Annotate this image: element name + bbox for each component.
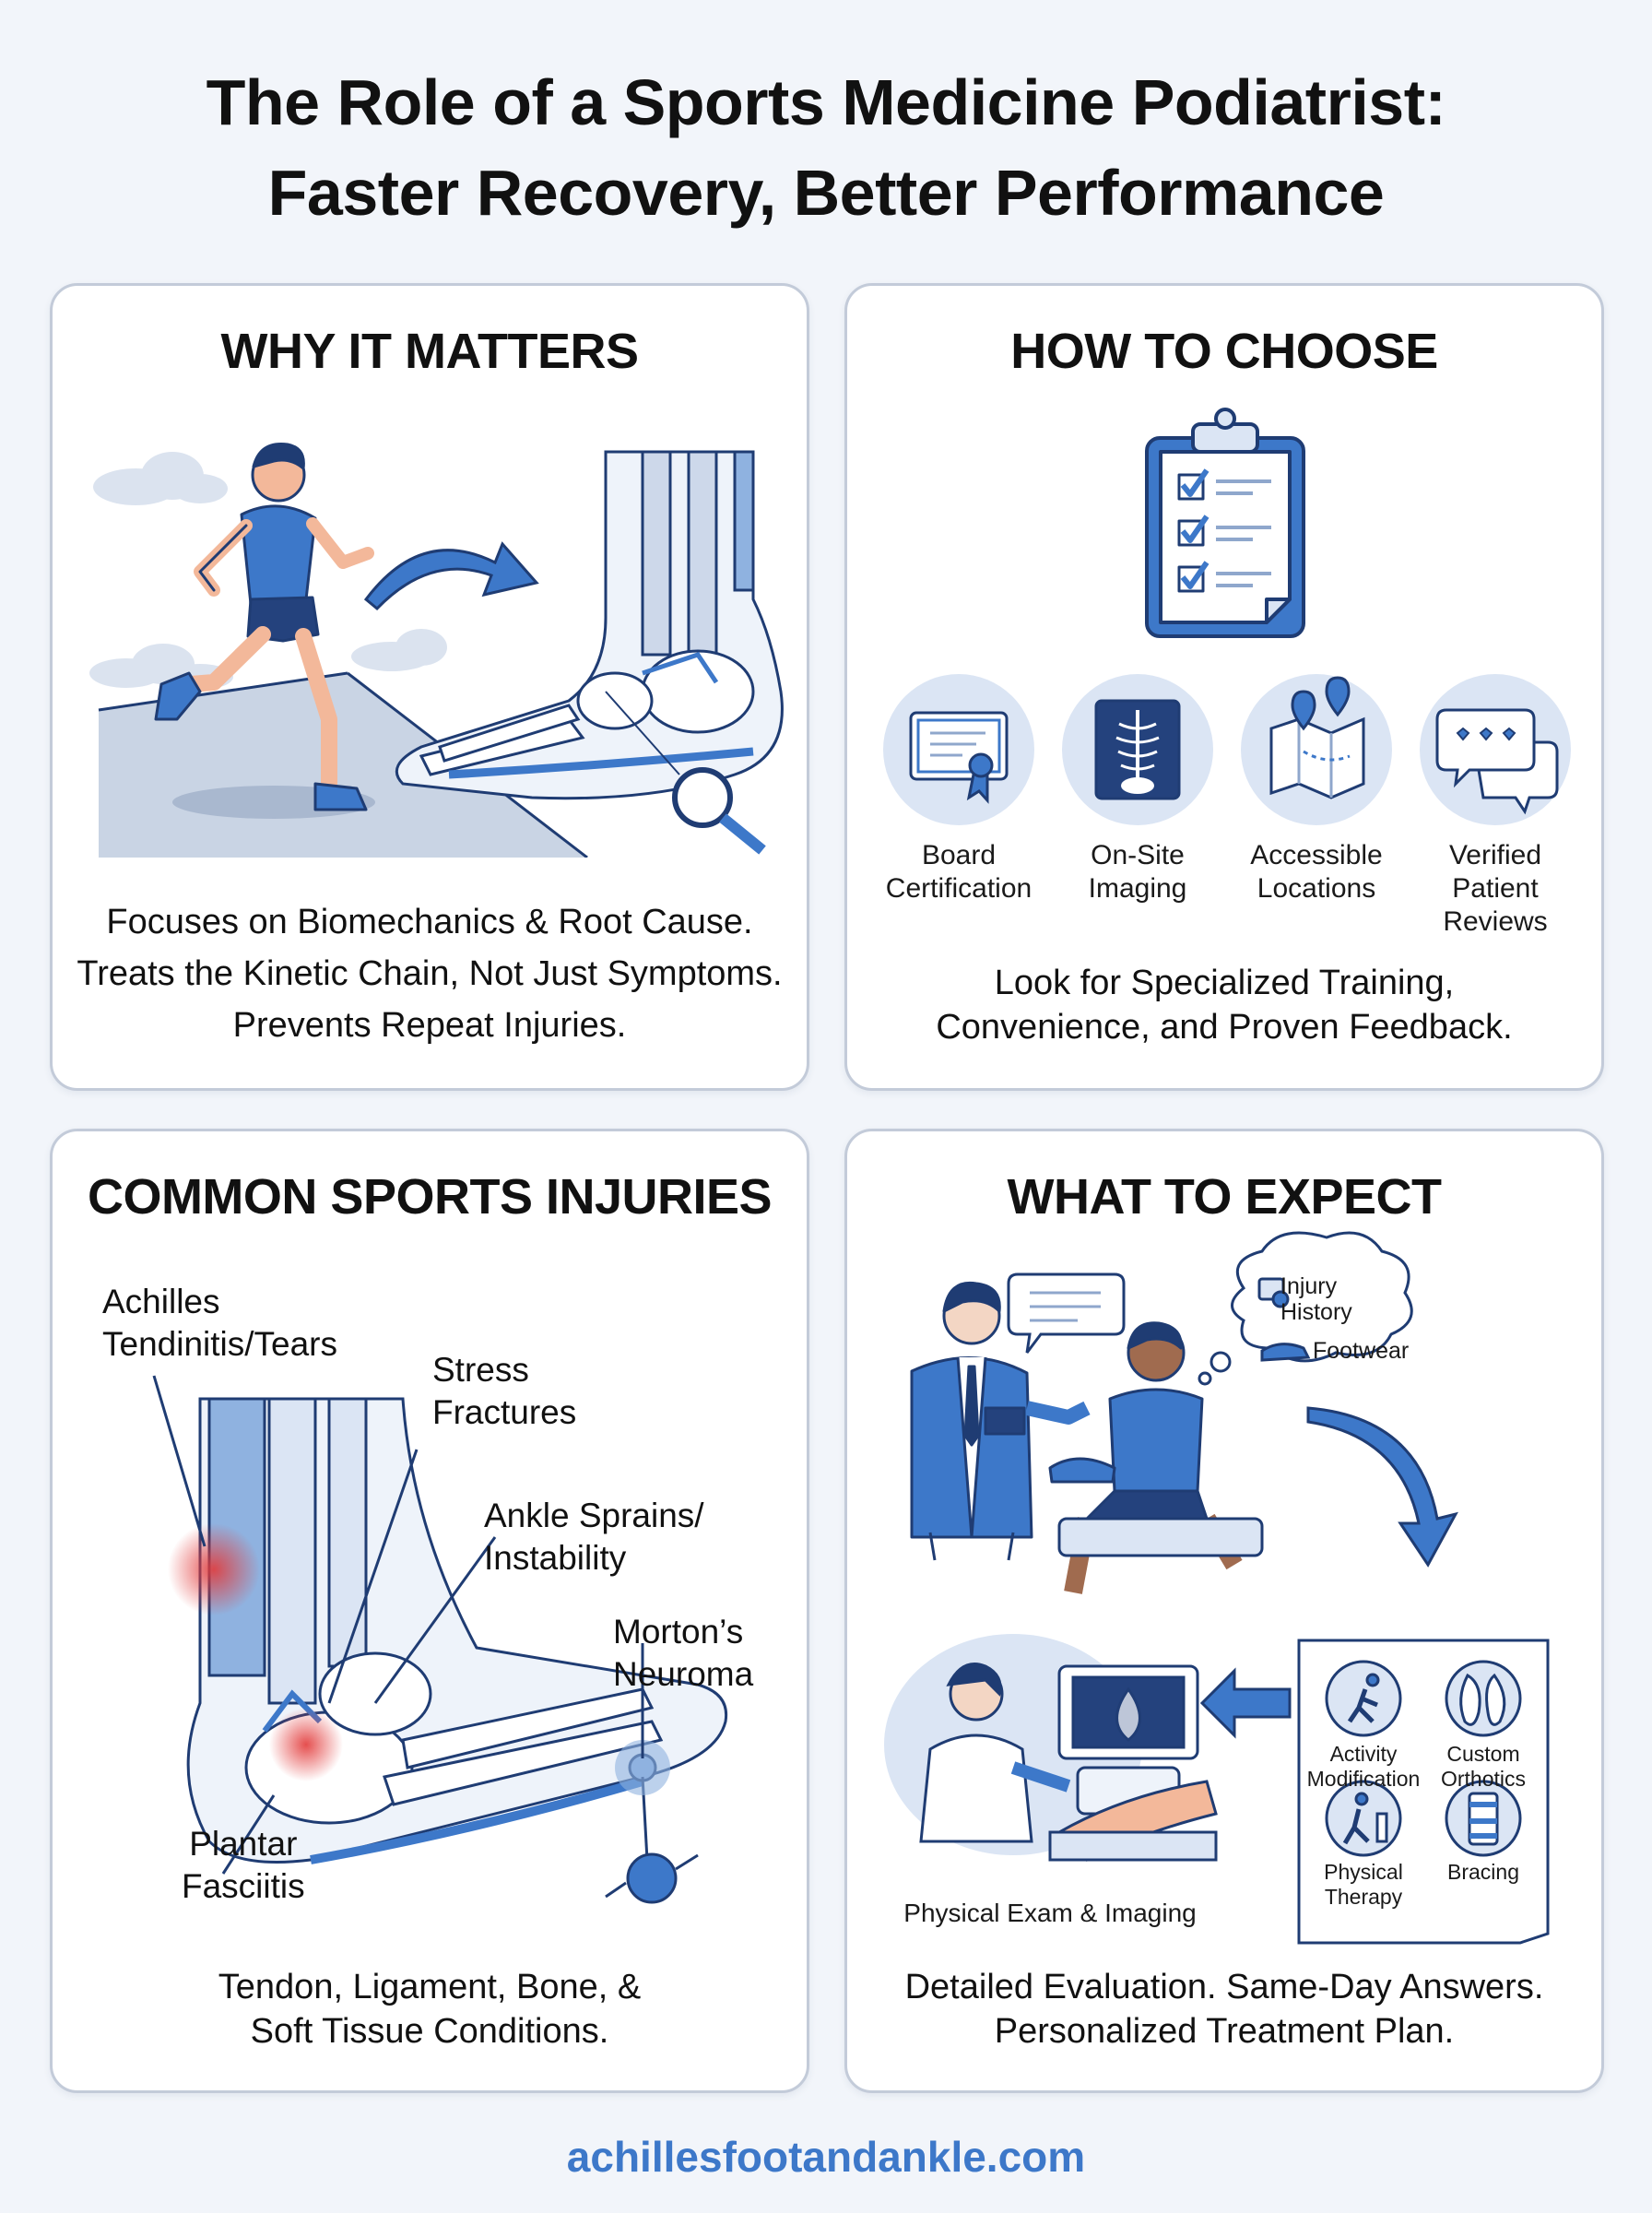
why-caption-line-2: Treats the Kinetic Chain, Not Just Sympt… bbox=[77, 954, 783, 993]
choose-item-reviews-line-1: Verified bbox=[1448, 840, 1542, 870]
arrow-icon bbox=[1306, 1406, 1458, 1568]
label-morton-line-2: Neuroma bbox=[613, 1655, 754, 1693]
thought-injury-history: Injury History bbox=[1280, 1273, 1352, 1325]
treatment-activity-line-2: Modification bbox=[1306, 1767, 1421, 1791]
title-line-1: The Role of a Sports Medicine Podiatrist… bbox=[206, 66, 1446, 138]
choose-item-reviews-line-2: Patient bbox=[1452, 873, 1539, 904]
exercise-icon bbox=[1342, 1792, 1388, 1845]
expect-caption-line-1: Detailed Evaluation. Same-Day Answers. bbox=[904, 1968, 1544, 2006]
doctor-figure bbox=[910, 1281, 1091, 1561]
page-title: The Role of a Sports Medicine Podiatrist… bbox=[0, 57, 1652, 238]
choose-item-locations: Accessible Locations bbox=[1210, 839, 1422, 905]
runner-figure bbox=[154, 443, 374, 811]
treatment-activity-line-1: Activity bbox=[1329, 1742, 1398, 1766]
choose-item-imaging-line-1: On-Site bbox=[1091, 840, 1185, 870]
thought-footwear: Footwear bbox=[1313, 1338, 1410, 1364]
speech-bubble-icon bbox=[1007, 1272, 1126, 1354]
label-achilles-line-2: Tendinitis/Tears bbox=[102, 1325, 338, 1363]
label-plantar-fasciitis: Plantar Fasciitis bbox=[182, 1823, 305, 1908]
injuries-caption: Tendon, Ligament, Bone, & Soft Tissue Co… bbox=[53, 1965, 807, 2053]
expect-illustrations bbox=[884, 1231, 1550, 1945]
treatment-bracing-line-1: Bracing bbox=[1447, 1860, 1519, 1884]
label-ankle-line-2: Instability bbox=[484, 1539, 627, 1577]
label-plantar-line-1: Plantar bbox=[189, 1825, 298, 1863]
magnifier-icon bbox=[605, 691, 766, 855]
treatment-orthotics: Custom Orthotics bbox=[1419, 1742, 1548, 1792]
choose-caption: Look for Specialized Training, Convenien… bbox=[847, 961, 1601, 1049]
choose-caption-line-1: Look for Specialized Training, bbox=[994, 964, 1455, 1002]
label-mortons-neuroma: Morton’s Neuroma bbox=[613, 1611, 753, 1696]
injuries-caption-line-1: Tendon, Ligament, Bone, & bbox=[218, 1968, 642, 2006]
choose-illustrations bbox=[883, 408, 1571, 825]
arrow-icon bbox=[363, 541, 539, 611]
choose-item-locations-line-1: Accessible bbox=[1250, 840, 1383, 870]
footer-website-link[interactable]: achillesfootandankle.com bbox=[566, 2133, 1086, 2181]
why-it-matters-card: WHY IT MATTERS bbox=[50, 283, 809, 1091]
expect-caption: Detailed Evaluation. Same-Day Answers. P… bbox=[847, 1965, 1601, 2053]
treatment-therapy-line-1: Physical bbox=[1324, 1860, 1403, 1884]
treatment-orthotics-line-2: Orthotics bbox=[1440, 1767, 1527, 1791]
choose-item-imaging-line-2: Imaging bbox=[1088, 873, 1187, 904]
foot-skeleton-icon bbox=[395, 450, 784, 800]
thought-cloud-icon bbox=[1198, 1231, 1413, 1386]
treatment-orthotics-line-1: Custom bbox=[1446, 1742, 1520, 1766]
choose-item-imaging: On-Site Imaging bbox=[1032, 839, 1244, 905]
choose-item-board-line-2: Certification bbox=[885, 873, 1032, 904]
choose-item-reviews-line-3: Reviews bbox=[1443, 906, 1548, 937]
injuries-caption-line-2: Soft Tissue Conditions. bbox=[250, 2012, 609, 2051]
left-arrow-icon bbox=[1199, 1667, 1292, 1739]
choose-item-reviews: Verified Patient Reviews bbox=[1389, 839, 1601, 939]
brace-icon bbox=[1468, 1792, 1499, 1846]
choose-item-board-line-1: Board bbox=[921, 840, 997, 870]
why-caption-line-3: Prevents Repeat Injuries. bbox=[232, 1006, 627, 1045]
thought-item-1-line-1: Injury bbox=[1280, 1273, 1338, 1299]
how-to-choose-card: HOW TO CHOOSE bbox=[844, 283, 1604, 1091]
certificate-icon bbox=[909, 711, 1009, 804]
patient-figure bbox=[1048, 1321, 1264, 1594]
label-achilles-line-1: Achilles bbox=[102, 1283, 220, 1320]
treatment-therapy: Physical Therapy bbox=[1299, 1860, 1428, 1910]
foot-anatomy-illustration bbox=[152, 1375, 728, 1904]
label-morton-line-1: Morton’s bbox=[613, 1613, 744, 1651]
xray-icon bbox=[1094, 699, 1181, 800]
review-bubble-icon bbox=[1435, 708, 1559, 815]
achilles-highlight bbox=[168, 1523, 260, 1615]
what-to-expect-card: WHAT TO EXPECT bbox=[844, 1129, 1604, 2093]
expect-heading: WHAT TO EXPECT bbox=[1007, 1169, 1442, 1225]
leader-lines bbox=[152, 1375, 644, 1875]
label-achilles: Achilles Tendinitis/Tears bbox=[102, 1281, 337, 1366]
label-ankle-line-1: Ankle Sprains/ bbox=[484, 1497, 704, 1534]
choose-heading: HOW TO CHOOSE bbox=[1010, 324, 1438, 379]
label-ankle-sprains: Ankle Sprains/ Instability bbox=[484, 1495, 704, 1580]
why-caption-line-1: Focuses on Biomechanics & Root Cause. bbox=[106, 903, 753, 941]
choose-caption-line-2: Convenience, and Proven Feedback. bbox=[936, 1008, 1513, 1047]
label-stress-line-2: Fractures bbox=[432, 1393, 577, 1431]
runner-foot-illustration bbox=[89, 443, 784, 858]
choose-item-locations-line-2: Locations bbox=[1257, 873, 1376, 904]
running-icon bbox=[1347, 1673, 1380, 1723]
insole-icon bbox=[1459, 1673, 1506, 1726]
treatment-bracing: Bracing bbox=[1419, 1860, 1548, 1885]
choose-item-board: Board Certification bbox=[853, 839, 1065, 905]
why-heading: WHY IT MATTERS bbox=[220, 324, 639, 379]
common-injuries-card: COMMON SPORTS INJURIES bbox=[50, 1129, 809, 2093]
clipboard-checklist-icon bbox=[1145, 408, 1305, 638]
label-stress-fractures: Stress Fractures bbox=[432, 1349, 576, 1434]
treatment-therapy-line-2: Therapy bbox=[1324, 1885, 1403, 1909]
plantar-highlight bbox=[269, 1708, 343, 1781]
injuries-heading: COMMON SPORTS INJURIES bbox=[87, 1169, 773, 1225]
neuroma-icon bbox=[605, 1776, 699, 1904]
thought-item-1-line-2: History bbox=[1280, 1299, 1352, 1325]
label-plantar-line-2: Fasciitis bbox=[182, 1867, 305, 1905]
morton-highlight bbox=[615, 1740, 670, 1795]
map-pin-icon bbox=[1269, 676, 1365, 799]
exam-scene bbox=[884, 1634, 1218, 1862]
why-caption: Focuses on Biomechanics & Root Cause. Tr… bbox=[53, 896, 807, 1051]
treatment-activity: Activity Modification bbox=[1299, 1742, 1428, 1792]
title-line-2: Faster Recovery, Better Performance bbox=[267, 157, 1385, 229]
label-stress-line-1: Stress bbox=[432, 1351, 529, 1389]
expect-caption-line-2: Personalized Treatment Plan. bbox=[994, 2012, 1455, 2051]
exam-label: Physical Exam & Imaging bbox=[903, 1899, 1197, 1927]
